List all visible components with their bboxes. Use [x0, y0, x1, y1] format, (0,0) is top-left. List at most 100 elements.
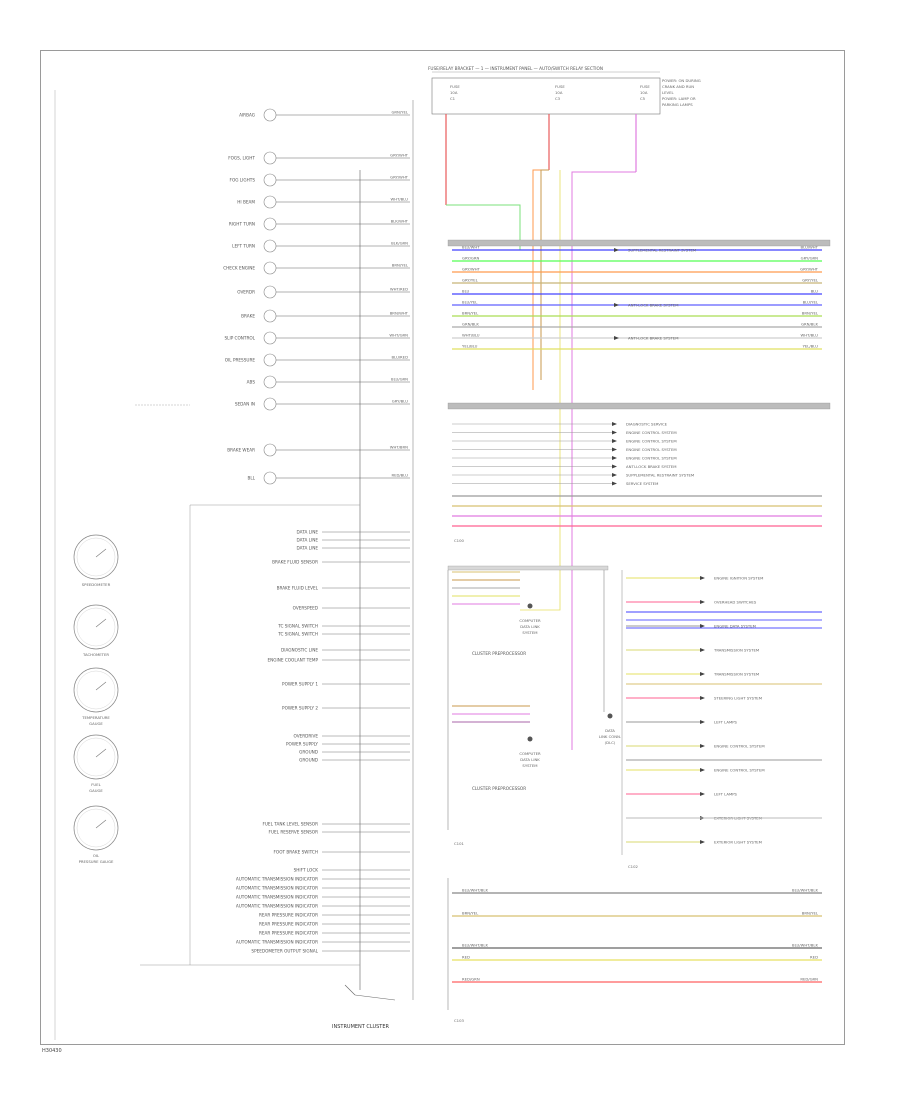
trans-signal-label-6: REAR PRESSURE INDICATOR: [259, 922, 318, 927]
bus-wire-label-6: BRN/YEL: [462, 311, 479, 316]
indicator-lamp-6: [263, 261, 277, 275]
bus-wire-label-right-3: GRY/YEL: [802, 278, 819, 283]
indicator-label-7: OVERDR: [237, 290, 255, 295]
mid-arrow-3: [612, 447, 617, 452]
mid-arrow-6: [612, 473, 617, 477]
signal-label-16: FUEL TANK LEVEL SENSOR: [262, 822, 318, 827]
signal-label-14: GROUND: [299, 750, 318, 755]
gauge-label-4: OIL: [93, 853, 100, 858]
bus-wire-label-right-2: GRY/WHT: [800, 267, 819, 272]
indicator-label-2: FOG LIGHTS: [230, 178, 256, 183]
signal-label-15: GROUND: [299, 758, 318, 763]
bus-wire-label-1: GRY/GRN: [462, 256, 480, 261]
fuse-note-4: PARKING LAMPS: [662, 102, 693, 107]
lr-arrow-2: [700, 624, 705, 628]
trans-signal-label-9: SPEEDOMETER OUTPUT SIGNAL: [251, 949, 318, 954]
bottom-wire-label-right-0: BLU/WHT/BLK: [792, 888, 819, 893]
trans-signal-label-0: SHIFT LOCK: [294, 868, 319, 873]
bus-wire-label-right-6: BRN/YEL: [802, 311, 819, 316]
module-line2-0: DATA LINK: [520, 624, 540, 629]
indicator-lamp-5: [263, 239, 277, 253]
signal-label-12: OVERDRIVE: [293, 734, 318, 739]
bus-wire-label-right-4: BLU: [811, 289, 819, 294]
bottom-wire-label-4: RED/GRN: [462, 977, 480, 982]
trans-signal-label-4: AUTOMATIC TRANSMISSION INDICATOR: [236, 904, 318, 909]
gauge-label-3: FUEL: [91, 782, 101, 787]
fuse-line3-0: C1: [450, 96, 456, 101]
signal-label-7: TC SIGNAL SWITCH: [277, 632, 318, 637]
mid-dest-6: SUPPLEMENTAL RESTRAINT SYSTEM: [626, 473, 694, 478]
bus-wire-label-right-5: BLU/YEL: [803, 300, 819, 305]
indicator-lamp-9: [263, 331, 277, 345]
module-line3-2: (DLC): [605, 740, 616, 745]
fuse-line2-0: 10A: [450, 90, 458, 95]
bus-wire-label-5: BLU/YEL: [462, 300, 478, 305]
fuse-line3-1: C3: [555, 96, 561, 101]
bottom-wire-label-1: BRN/YEL: [462, 911, 479, 916]
gauge-ring-4: [76, 808, 116, 848]
indicator-lamp-0: [263, 108, 277, 122]
signal-label-1: DATA LINE: [297, 538, 319, 543]
indicator-label-9: SLIP CONTROL: [224, 336, 255, 341]
bus-wire-label-8: WHT/BLU: [462, 333, 480, 338]
indicator-wire-label-2: GRY/WHT: [390, 175, 409, 180]
connector-id-4: C103: [454, 1018, 464, 1023]
fuse-note-2: LEVEL: [662, 90, 675, 95]
indicator-label-0: AIRBAG: [239, 113, 255, 118]
bottom-wire-label-right-2: BLU/WHT/BLK: [792, 943, 819, 948]
gauge-sublabel-4: PRESSURE GAUGE: [79, 859, 114, 864]
fuse-line1-0: FUSE: [450, 84, 460, 89]
gauge-ring-2: [76, 670, 116, 710]
mid-arrow-1: [612, 430, 617, 435]
gauge-sublabel-3: GAUGE: [89, 788, 103, 793]
lr-arrow-1: [700, 600, 705, 604]
indicator-wire-label-1: GRY/WHT: [390, 153, 409, 158]
bus-wire-label-right-1: GRY/GRN: [801, 256, 819, 261]
gauge-label-2: TEMPERATURE: [81, 715, 110, 720]
bus-dest-8: ANTI-LOCK BRAKE SYSTEM: [628, 336, 678, 341]
bus-wire-label-9: YEL/BLU: [462, 344, 478, 349]
bus-dest-5: ANTI-LOCK BRAKE SYSTEM: [628, 303, 678, 308]
indicator-label-4: RIGHT TURN: [229, 222, 255, 227]
signal-label-2: DATA LINE: [297, 546, 319, 551]
lr-arrow-3: [700, 648, 705, 652]
mid-dest-5: ANTI-LOCK BRAKE SYSTEM: [626, 464, 676, 469]
mid-arrow-4: [612, 456, 617, 460]
lr-dest-2: ENGINE DATA SYSTEM: [714, 624, 756, 629]
gauge-needle-4: [95, 819, 107, 829]
indicator-lamp-14: [263, 471, 277, 485]
bus-arrow-8: [614, 336, 619, 340]
gauge-label-0: SPEEDOMETER: [82, 582, 111, 587]
indicator-wire-label-6: BRN/YEL: [392, 263, 409, 268]
signal-label-0: DATA LINE: [297, 530, 319, 535]
signal-label-5: OVERSPEED: [293, 606, 318, 611]
gauge-ring-0: [76, 537, 116, 577]
lr-dest-5: STEERING LIGHT SYSTEM: [714, 696, 762, 701]
indicator-label-11: ABS: [247, 380, 256, 385]
mid-dest-4: ENGINE CONTROL SYSTEM: [626, 456, 677, 461]
footer-code: H30430: [42, 1048, 62, 1054]
gauge-label-1: TACHOMETER: [82, 652, 109, 657]
indicator-wire-label-9: WHT/GRN: [389, 333, 408, 338]
gauge-needle-1: [95, 618, 107, 628]
indicator-wire-label-0: GRN/YEL: [391, 110, 408, 115]
fuse-note-3: POWER: LAMP OR: [662, 96, 696, 101]
fuse-note-0: POWER: ON DURING: [662, 78, 701, 83]
bottom-wire-label-3: RED: [462, 955, 470, 960]
lr-dest-3: TRANSMISSION SYSTEM: [713, 648, 759, 653]
indicator-lamp-3: [263, 195, 277, 209]
bottom-wire-label-right-4: RED/GRN: [800, 977, 818, 982]
indicator-label-5: LEFT TURN: [232, 244, 255, 249]
indicator-lamp-8: [263, 309, 277, 323]
fuse-line3-2: C5: [640, 96, 646, 101]
gauge-ring-1: [76, 607, 116, 647]
lr-dest-4: TRANSMISSION SYSTEM: [713, 672, 759, 677]
fuse-line2-2: 10A: [640, 90, 648, 95]
trans-signal-label-2: AUTOMATIC TRANSMISSION INDICATOR: [236, 886, 318, 891]
mid-arrow-5: [612, 464, 617, 469]
bus-wire-label-0: BLU/WHT: [462, 245, 480, 250]
